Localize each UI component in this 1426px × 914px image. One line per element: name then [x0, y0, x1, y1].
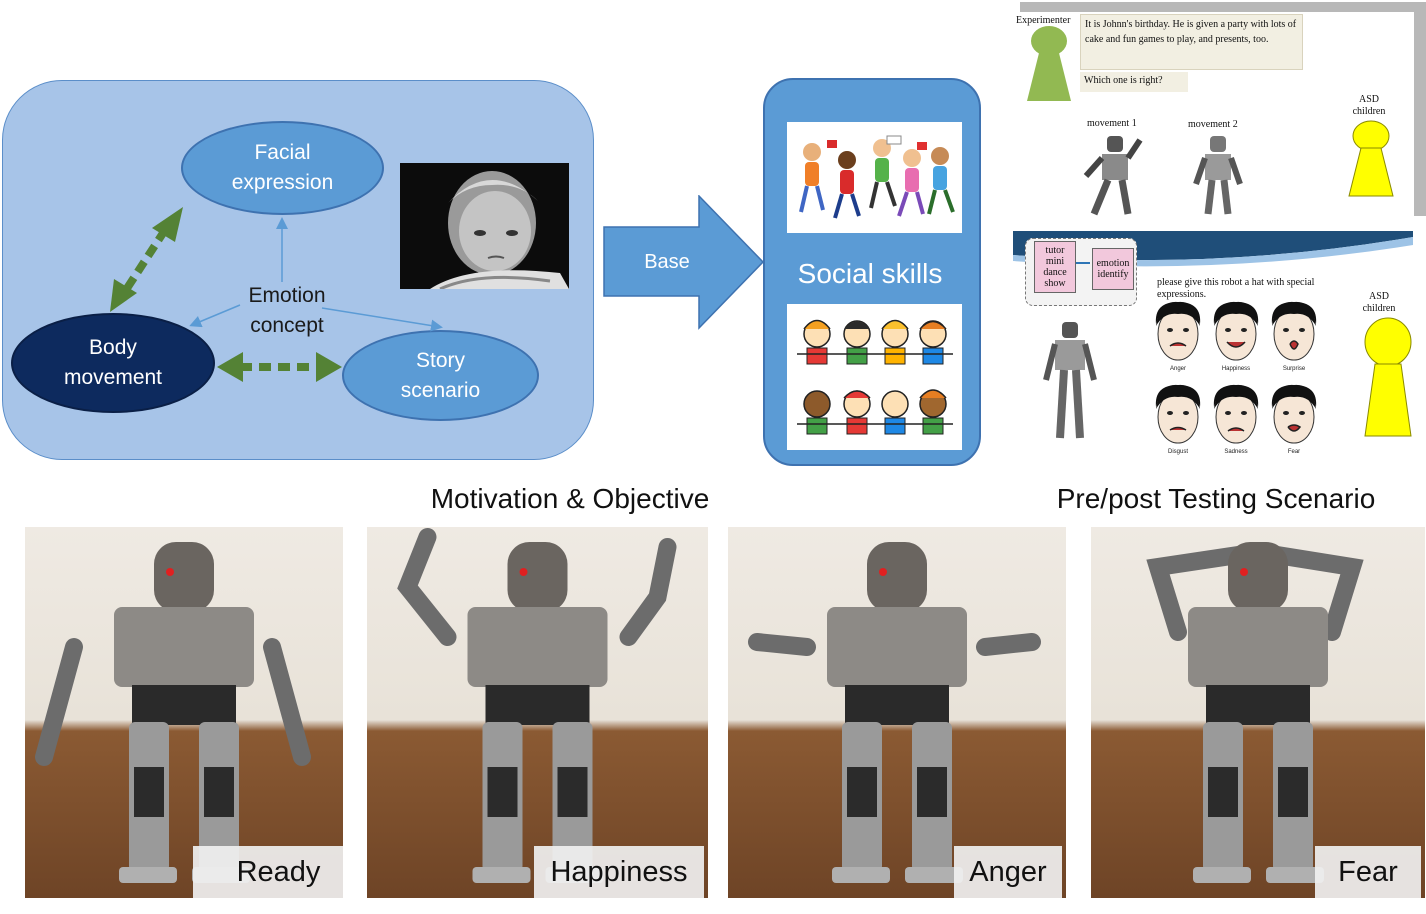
movement2-label: movement 2: [1188, 119, 1238, 130]
story-text-box: It is Johnn's birthday. He is given a pa…: [1080, 14, 1303, 70]
story-line1: Story: [415, 348, 465, 372]
asd1-line1: ASD: [1358, 94, 1379, 105]
base-arrow-label: Base: [644, 250, 690, 273]
emotion-concept-label: Emotion concept: [232, 280, 342, 342]
sad-child-photo: [400, 163, 569, 289]
emotion-face-happiness: Happiness: [1208, 300, 1264, 380]
emotion-face-label: Sadness: [1224, 449, 1248, 455]
emotion-face-fear: Fear: [1266, 383, 1322, 463]
question-box: Which one is right?: [1080, 72, 1188, 92]
tutor-arrow: [1076, 262, 1090, 264]
experimenter-label: Experimenter: [1016, 15, 1071, 26]
asd2-line2: children: [1362, 303, 1396, 314]
emotion-face-surprise: Surprise: [1266, 300, 1322, 380]
pose-label-happiness: Happiness: [534, 846, 704, 898]
double-arrow-facial-body: [118, 227, 169, 299]
movement1-label: movement 1: [1087, 118, 1137, 129]
experimenter-figure: [1027, 26, 1071, 101]
robot-pose-photo-anger: Anger: [728, 527, 1066, 898]
arrow-to-body: [189, 304, 241, 328]
robot-drawing: [748, 542, 1041, 883]
emotion-face-label: Fear: [1287, 449, 1301, 455]
face-drawing-icon: [1271, 301, 1317, 361]
emotion-identify-line2: identify: [1097, 269, 1129, 280]
robot-pose-photo-happiness: Happiness: [367, 527, 708, 898]
robot-scenario2-image: [1043, 322, 1097, 439]
asd-child-figure-1: [1348, 120, 1394, 197]
face-drawing-icon: [1155, 301, 1201, 361]
face-drawing-icon: [1155, 384, 1201, 444]
double-arrow-head-body: [110, 279, 137, 312]
emotion-face-disgust: Disgust: [1150, 383, 1206, 463]
robot-drawing: [35, 542, 311, 883]
node-body-movement: Body movement: [11, 313, 215, 413]
robot-drawing: [397, 528, 677, 883]
emotion-line1: Emotion: [248, 284, 326, 307]
double-arrow-head-facial: [152, 207, 183, 242]
body-line2: movement: [63, 366, 163, 389]
emotion-face-label: Anger: [1169, 366, 1186, 372]
story-line2: scenario: [400, 378, 481, 402]
facial-line2: expression: [231, 171, 334, 194]
tutor-line4: show: [1044, 278, 1066, 289]
robot-pose-photo-fear: Fear: [1091, 527, 1425, 898]
node-facial-expression: Facial expression: [181, 121, 384, 215]
robot-pose-photo-ready: Ready: [25, 527, 343, 898]
facial-line1: Facial: [254, 141, 311, 164]
arrow-to-story: [321, 307, 443, 332]
emotion-face-label: Surprise: [1282, 366, 1306, 372]
emotion-face-sadness: Sadness: [1208, 383, 1264, 463]
body-line1: Body: [89, 336, 137, 359]
scenario1-top-border: [1020, 2, 1425, 12]
hat-instruction-text: please give this robot a hat with specia…: [1157, 277, 1315, 300]
pose-label-ready: Ready: [193, 846, 343, 898]
face-drawing-icon: [1213, 301, 1259, 361]
robot-movement2-image: [1193, 136, 1243, 215]
tutor-line3: dance: [1043, 267, 1067, 278]
asd1-line2: children: [1352, 106, 1386, 117]
double-arrow-head-left: [217, 352, 243, 382]
double-arrow-head-right: [316, 352, 342, 382]
kids-holding-hands-image: [787, 304, 962, 450]
emotion-identify-line1: emotion: [1096, 258, 1130, 269]
pose-label-fear: Fear: [1315, 846, 1421, 898]
caption-motivation-objective: Motivation & Objective: [380, 475, 760, 523]
tutor-line1: tutor: [1045, 245, 1065, 256]
asd-child-figure-2: [1364, 317, 1412, 437]
asd2-line1: ASD: [1368, 291, 1389, 302]
pose-label-anger: Anger: [954, 846, 1062, 898]
base-arrow: [603, 195, 765, 330]
face-drawing-icon: [1271, 384, 1317, 444]
robot-movement1-image: [1083, 136, 1143, 216]
face-drawing-icon: [1213, 384, 1259, 444]
emotion-face-label: Disgust: [1167, 449, 1188, 455]
robot-drawing: [1146, 542, 1364, 883]
kids-jumping-image: [787, 122, 962, 233]
emotion-face-label: Happiness: [1221, 366, 1251, 372]
tutor-line2: mini: [1045, 256, 1065, 267]
social-skills-title: Social skills: [797, 258, 943, 289]
concept-connectors: [110, 207, 443, 382]
scenario1-right-border: [1414, 2, 1426, 216]
caption-testing-scenario: Pre/post Testing Scenario: [1028, 475, 1404, 523]
emotion-line2: concept: [250, 314, 324, 337]
emotion-face-anger: Anger: [1150, 300, 1206, 380]
